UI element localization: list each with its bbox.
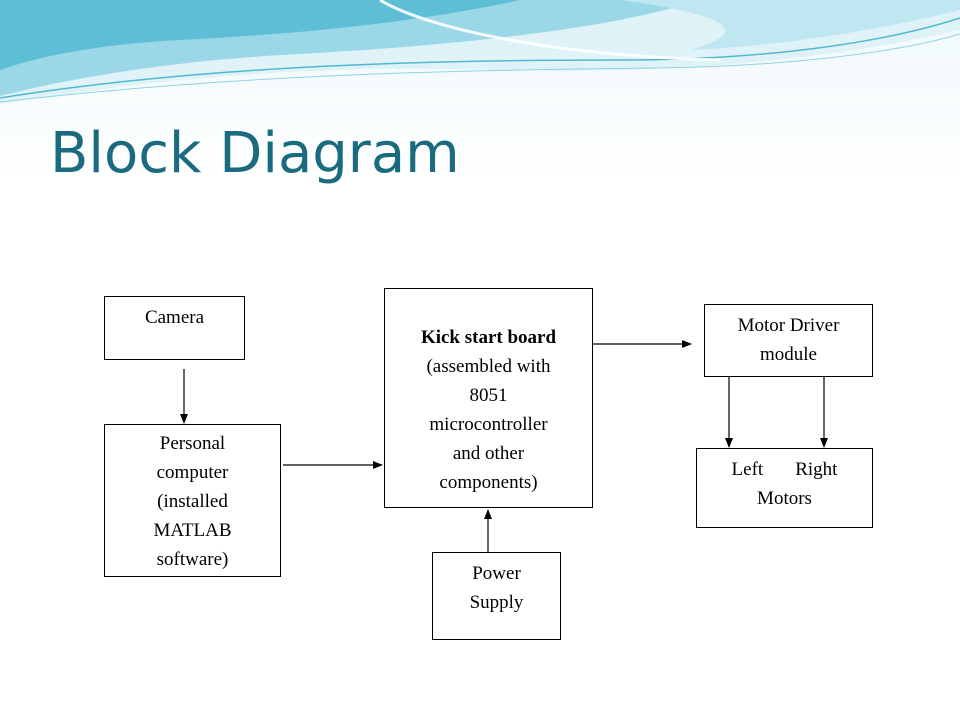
motor-driver-line: Motor Driver: [737, 315, 840, 336]
slide-title: Block Diagram: [50, 121, 460, 186]
motor-driver-block: Motor Driver module: [704, 304, 873, 377]
camera-block: Camera: [104, 296, 245, 360]
pc-line: software): [156, 549, 229, 570]
power-supply-line: Power: [472, 563, 521, 584]
motor-driver-line: module: [760, 344, 817, 365]
kick-start-line: and other: [452, 443, 525, 464]
kick-start-line: 8051: [469, 385, 508, 406]
power-supply-block: Power Supply: [432, 552, 561, 640]
pc-line: computer: [156, 462, 229, 483]
wave-header-decoration: [0, 0, 960, 104]
kick-start-line: microcontroller: [429, 414, 548, 435]
motors-block: Left Right Motors: [696, 448, 873, 528]
pc-line: (installed: [157, 491, 228, 512]
left-motor-label: Left: [731, 459, 764, 480]
right-motor-label: Right: [795, 459, 838, 480]
power-supply-line: Supply: [469, 592, 524, 613]
kick-start-board-block: Kick start board (assembled with 8051 mi…: [384, 288, 593, 508]
camera-label: Camera: [144, 307, 205, 328]
kick-start-title: Kick start board: [420, 327, 557, 348]
pc-line: Personal: [159, 433, 226, 454]
personal-computer-block: Personal computer (installed MATLAB soft…: [104, 424, 281, 577]
kick-start-line: (assembled with: [426, 356, 551, 377]
motors-left-right-row: Left Right: [697, 455, 872, 484]
pc-line: MATLAB: [153, 520, 232, 541]
kick-start-line: components): [439, 472, 538, 493]
motors-label: Motors: [757, 488, 812, 509]
